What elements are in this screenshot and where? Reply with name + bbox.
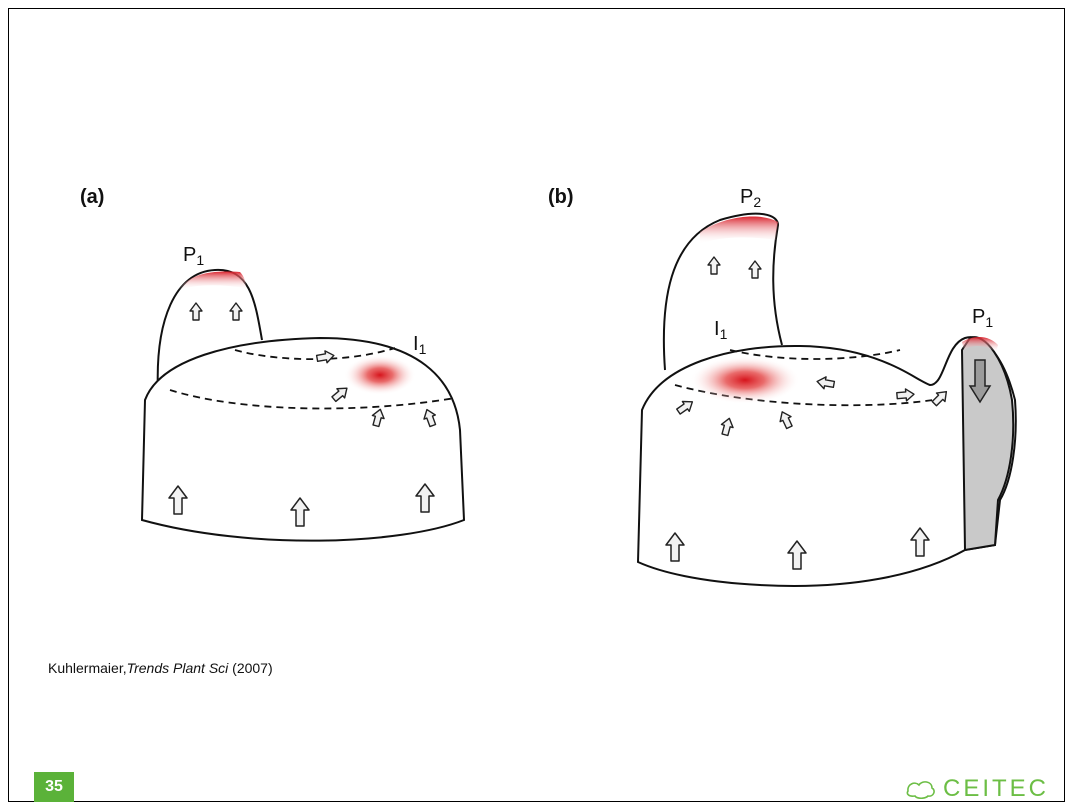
panel-b: [638, 214, 1016, 586]
page-number: 35: [34, 772, 74, 802]
label-p1-b: P1: [972, 306, 993, 329]
label-i1-b: I1: [714, 318, 727, 341]
cut-face-b: [962, 337, 1013, 550]
label-p1-a: P1: [183, 244, 204, 267]
panel-a-letter: (a): [80, 186, 104, 209]
citation: Kuhlermaier,Trends Plant Sci (2007): [48, 660, 273, 676]
panel-b-letter: (b): [548, 186, 574, 209]
logo-text: CEITEC: [943, 775, 1049, 803]
label-p2-b: P2: [740, 186, 761, 209]
ceitec-logo: CEITEC: [905, 776, 1049, 802]
logo-icon: [905, 779, 937, 799]
label-i1-a: I1: [413, 333, 426, 356]
initium-spot-b: [690, 356, 800, 404]
initium-spot-a: [344, 355, 416, 395]
panel-a: [142, 270, 464, 541]
